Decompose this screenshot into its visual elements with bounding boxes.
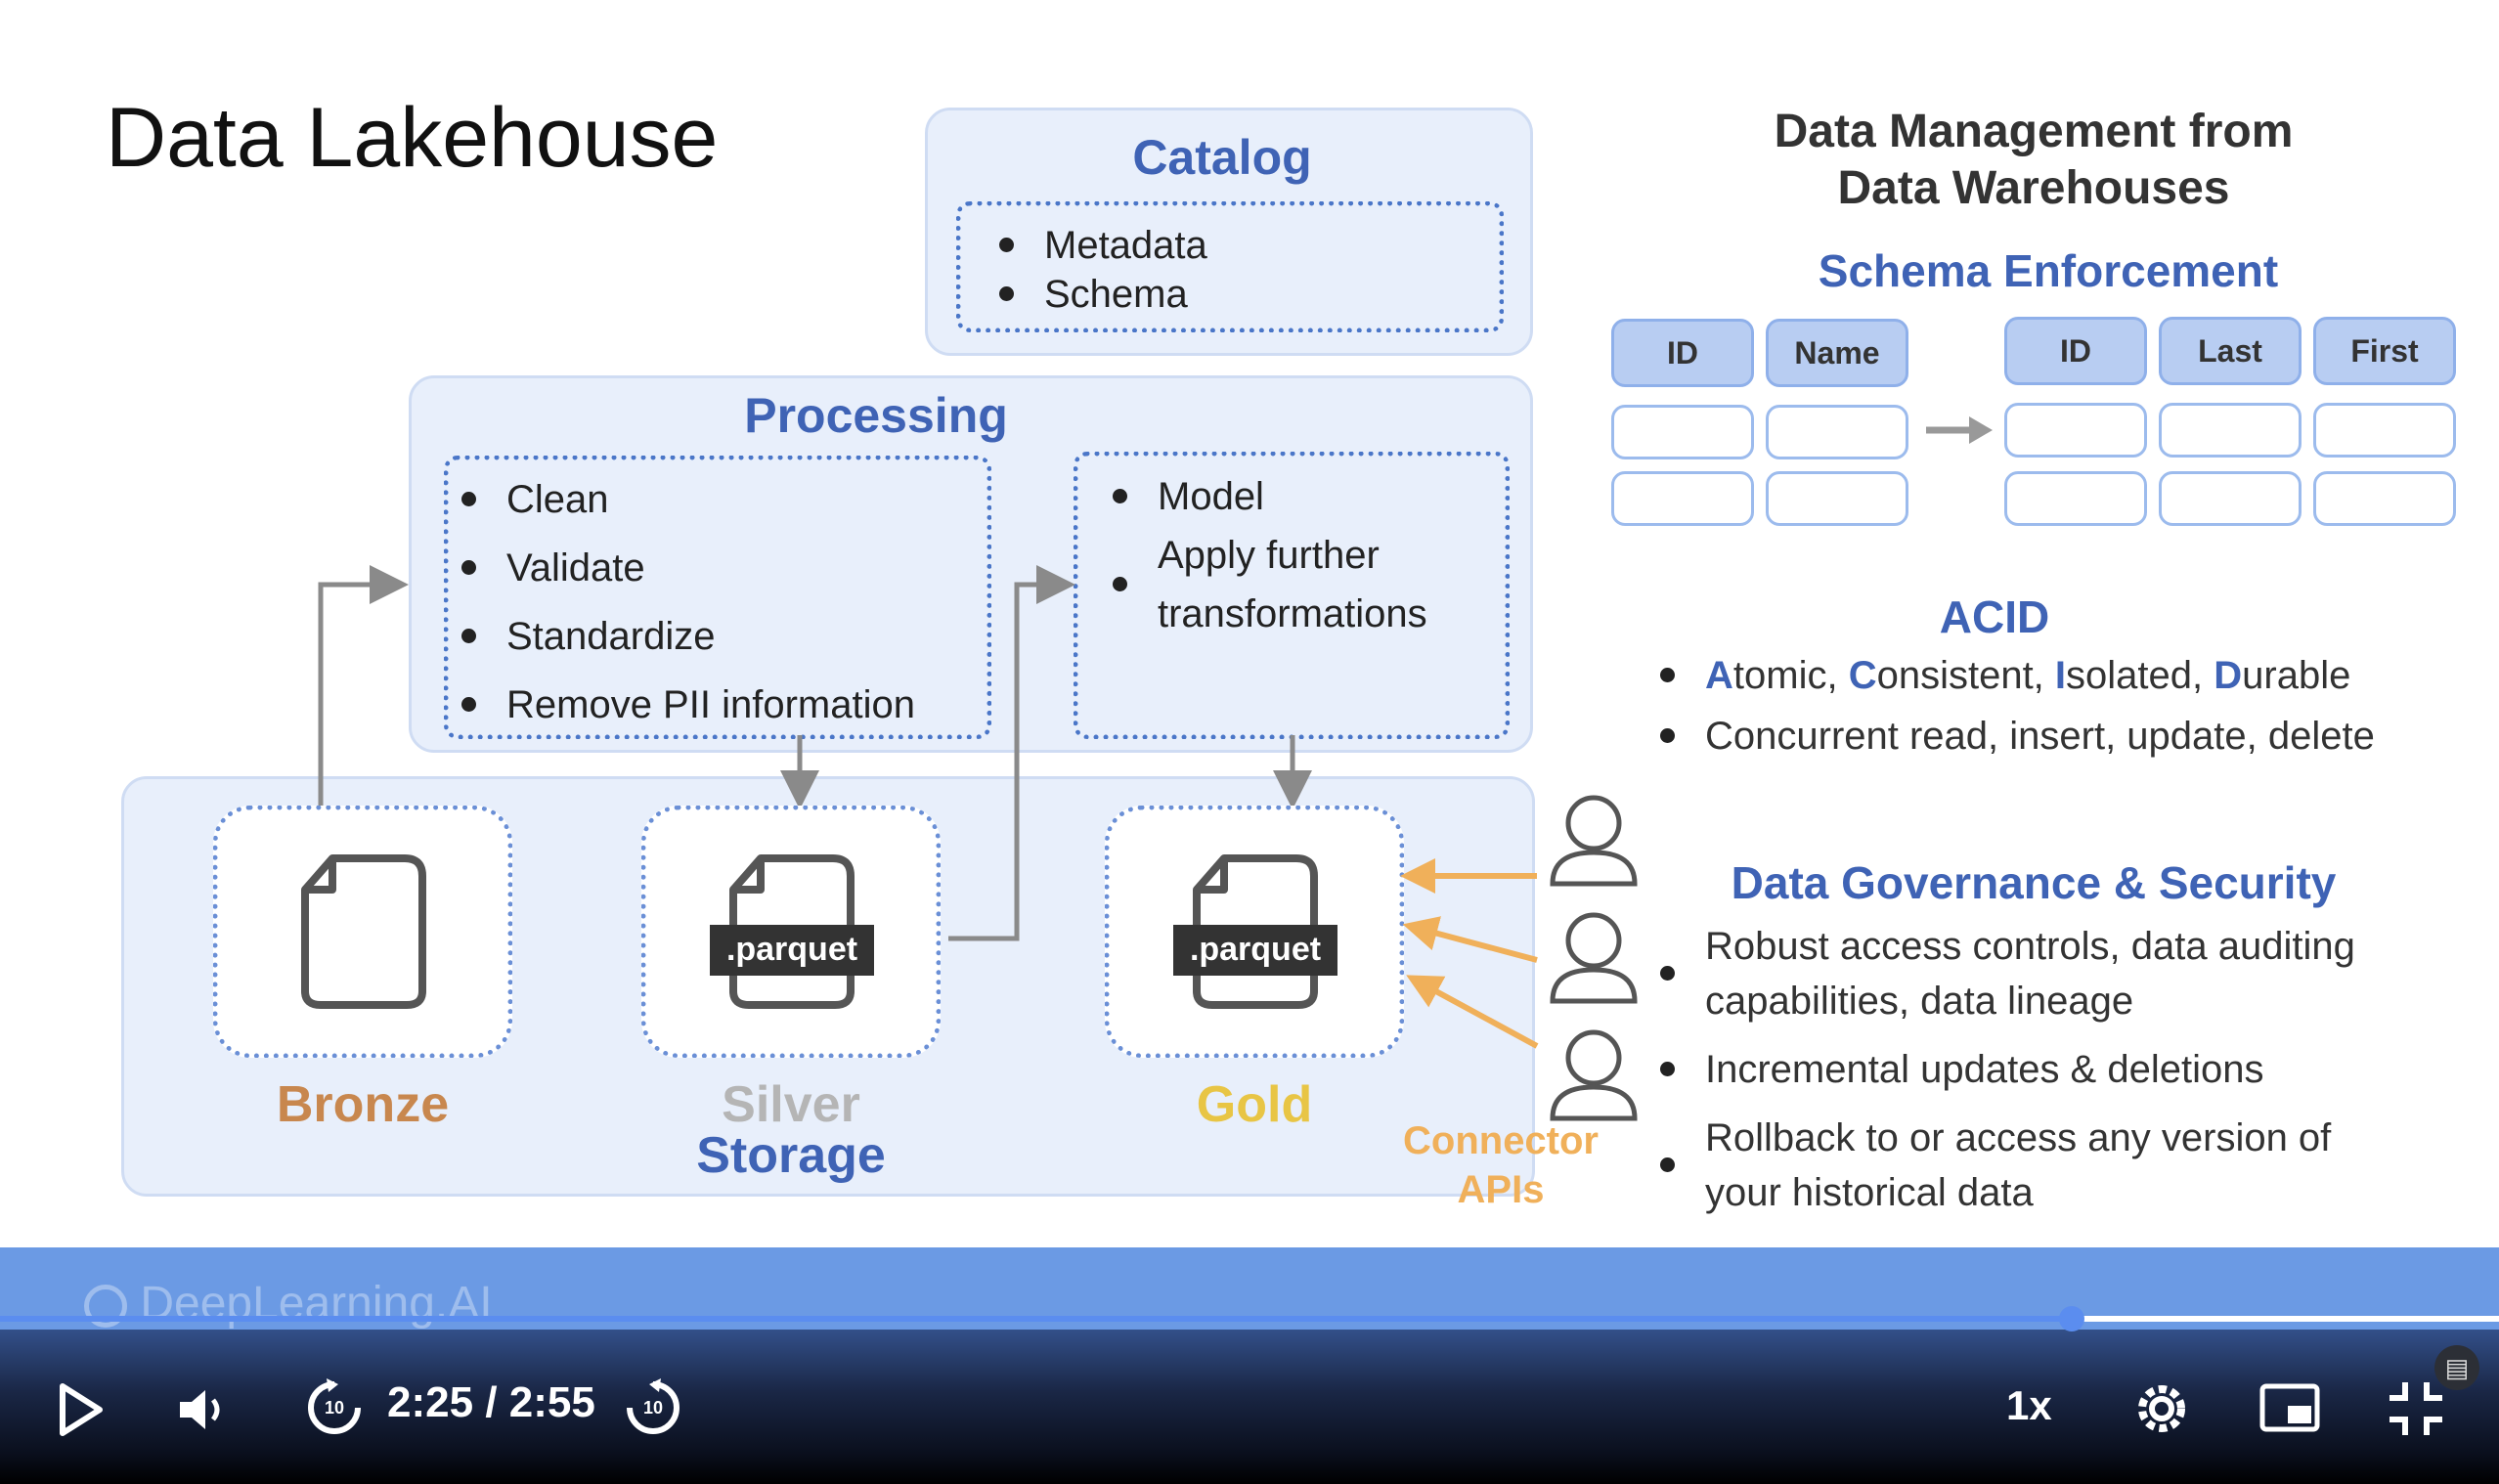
schema-cell: [2313, 471, 2456, 526]
catalog-list: Metadata Schema: [991, 221, 1207, 319]
exit-fullscreen-icon[interactable]: [2386, 1378, 2446, 1439]
acid-letter: C: [1848, 654, 1877, 697]
list-item: Schema: [991, 270, 1207, 319]
processing-right-list: Model Apply further transformations: [1105, 467, 1496, 643]
list-item: Rollback to or access any version of you…: [1652, 1111, 2376, 1220]
forward-seconds-label: 10: [642, 1398, 664, 1418]
acid-word: onsistent,: [1876, 654, 2055, 697]
user-icon: [1550, 1029, 1638, 1121]
list-item: Metadata: [991, 221, 1207, 270]
flow-arrows: [318, 565, 1312, 941]
schema-after-header: ID: [2004, 317, 2147, 385]
connector-graphic: [1400, 795, 1638, 1121]
silver-to-processing-arrow: [948, 565, 1075, 941]
acid-word: urable: [2242, 654, 2351, 697]
silver-label: Silver: [722, 1076, 860, 1133]
processing-panel: [409, 375, 1533, 753]
governance-heading: Data Governance & Security: [1731, 857, 2337, 908]
acid-letter: I: [2054, 654, 2067, 697]
slide: Data Lakehouse Catalog Metadata Schema P…: [0, 0, 2499, 1251]
captions-icon[interactable]: ▤: [2434, 1345, 2479, 1390]
watermark-text: DeepLearning.AI: [140, 1278, 493, 1330]
time-total: 2:55: [508, 1378, 595, 1426]
schema-cell: [1766, 471, 1908, 526]
file-icon: [301, 854, 426, 1009]
settings-gear-icon[interactable]: [2131, 1378, 2192, 1439]
user-icon: [1550, 912, 1638, 1004]
acid-word: tomic,: [1732, 654, 1849, 697]
schema-cell: [2159, 471, 2302, 526]
gold-label: Gold: [1196, 1076, 1313, 1133]
right-heading-line: Data Management from: [1774, 106, 2294, 157]
list-item: Atomic, Consistent, Isolated, Durable: [1652, 645, 2375, 706]
schema-arrow: [1926, 416, 1993, 444]
watermark-logo-icon: [84, 1285, 127, 1329]
schema-cell: [1611, 471, 1754, 526]
schema-cell: [2004, 471, 2147, 526]
catalog-box: [956, 201, 1504, 332]
list-item: Incremental updates & deletions: [1652, 1042, 2376, 1097]
schema-after-header: Last: [2159, 317, 2302, 385]
rewind-10-icon[interactable]: [303, 1376, 366, 1439]
time-current: 2:25: [387, 1378, 474, 1426]
silver-tier: [641, 806, 941, 1058]
schema-heading: Schema Enforcement: [1818, 245, 2279, 296]
slide-title: Data Lakehouse: [106, 91, 719, 185]
processing-left-list: Clean Validate Standardize Remove PII in…: [454, 465, 915, 739]
schema-cell: [2313, 403, 2456, 458]
progress-fill: [0, 1316, 2072, 1322]
time-separator: /: [485, 1378, 498, 1426]
list-item: Remove PII information: [454, 671, 915, 739]
schema-after-header: First: [2313, 317, 2456, 385]
connector-arrow: [1400, 858, 1539, 1049]
processing-left-box: [444, 456, 991, 739]
schema-cell: [2004, 403, 2147, 458]
list-item: Concurrent read, insert, update, delete: [1652, 706, 2375, 766]
forward-10-icon[interactable]: [622, 1376, 684, 1439]
bronze-to-processing-arrow: [318, 565, 409, 806]
acid-letter: D: [2214, 654, 2243, 697]
acid-list: Atomic, Consistent, Isolated, Durable Co…: [1652, 645, 2375, 766]
list-item: Robust access controls, data auditing ca…: [1652, 919, 2376, 1028]
right-heading-line: Data Warehouses: [1837, 162, 2230, 214]
play-icon[interactable]: [51, 1380, 110, 1439]
connector-label-line: Connector: [1403, 1119, 1599, 1162]
bronze-label: Bronze: [276, 1076, 450, 1133]
right-heading: Data Management from Data Warehouses: [1662, 104, 2405, 217]
playback-speed-button[interactable]: 1x: [2006, 1382, 2052, 1428]
video-player-controls: ▤ 10 2:25 / 2:55 10 1x: [0, 1306, 2499, 1484]
list-item: Standardize: [454, 602, 915, 671]
processing-heading: Processing: [744, 388, 1008, 443]
governance-list: Robust access controls, data auditing ca…: [1652, 919, 2376, 1220]
catalog-panel: [925, 108, 1533, 356]
parquet-badge: .parquet: [710, 925, 874, 976]
time-display: 2:25 / 2:55: [387, 1378, 595, 1427]
volume-icon[interactable]: [174, 1380, 237, 1439]
acid-word: solated,: [2066, 654, 2214, 697]
schema-cell: [2159, 403, 2302, 458]
watermark: DeepLearning.AI: [84, 1277, 493, 1331]
list-item: Model: [1105, 467, 1496, 526]
schema-cell: [1766, 405, 1908, 459]
list-item: Validate: [454, 534, 915, 602]
storage-label: Storage: [696, 1127, 886, 1184]
acid-letter: A: [1705, 654, 1733, 697]
schema-cell: [1611, 405, 1754, 459]
list-item: Clean: [454, 465, 915, 534]
catalog-heading: Catalog: [1132, 130, 1312, 185]
picture-in-picture-icon[interactable]: [2258, 1380, 2321, 1435]
parquet-badge: .parquet: [1173, 925, 1337, 976]
progress-handle[interactable]: [2058, 1306, 2084, 1331]
connector-label-line: APIs: [1457, 1168, 1545, 1211]
list-item: Apply further transformations: [1105, 526, 1496, 643]
schema-before-header: ID: [1611, 319, 1754, 387]
schema-before-header: Name: [1766, 319, 1908, 387]
user-icon: [1550, 795, 1638, 887]
acid-heading: ACID: [1939, 591, 2050, 642]
connector-label: Connector APIs: [1379, 1116, 1623, 1214]
rewind-seconds-label: 10: [324, 1398, 345, 1418]
